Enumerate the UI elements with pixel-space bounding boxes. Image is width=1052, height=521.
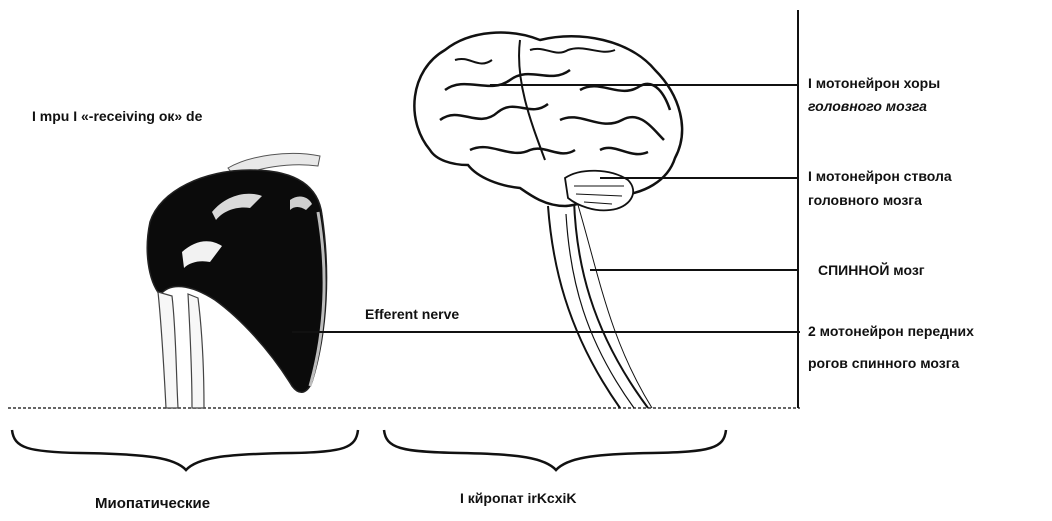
right-label-motoneuron-line2: рогов спинного мозга xyxy=(808,355,959,371)
brace-icon xyxy=(12,430,358,470)
right-label-cortex-line2: головного мозга xyxy=(808,98,927,114)
right-label-cortex-line1: I мотонейрон хоры xyxy=(808,75,940,91)
top-left-label: I mpu I «-receiving ок» de xyxy=(32,108,202,124)
spinal-cord-illustration xyxy=(548,200,652,408)
bottom-left-label: Миопатические xyxy=(95,495,210,512)
brain-illustration xyxy=(414,33,682,211)
efferent-nerve-label: Efferent nerve xyxy=(365,306,459,322)
muscle-illustration xyxy=(147,153,326,408)
bottom-right-label: I кйропат irKcxiK xyxy=(460,490,577,506)
brace-icon xyxy=(384,430,726,470)
right-label-brainstem-line1: I мотонейрон ствола xyxy=(808,168,952,184)
right-label-motoneuron-line1: 2 мотонейрон передних xyxy=(808,323,974,339)
right-label-brainstem-line2: головного мозга xyxy=(808,192,922,208)
right-label-spinal-line1: СПИННОЙ мозг xyxy=(818,262,925,278)
